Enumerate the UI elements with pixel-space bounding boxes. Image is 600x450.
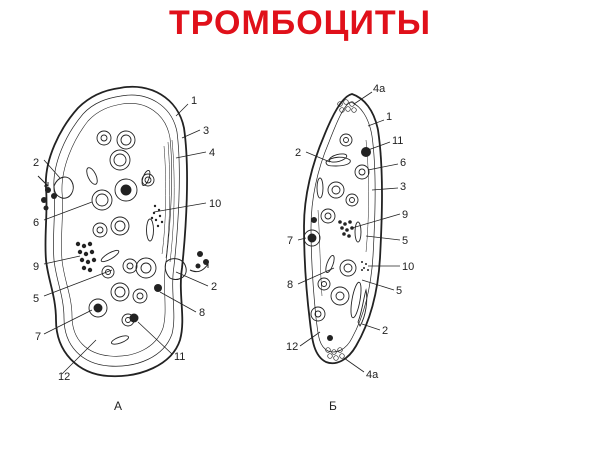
label-b-2b: 2 bbox=[382, 325, 388, 337]
labels-a: 1 3 4 2 6 10 9 5 2 8 7 11 12 А bbox=[33, 95, 221, 413]
label-a-12: 12 bbox=[58, 371, 70, 383]
label-b-9: 9 bbox=[402, 209, 408, 221]
caption-a: А bbox=[114, 399, 122, 413]
label-b-4a-top: 4а bbox=[373, 83, 386, 95]
label-b-12: 12 bbox=[286, 341, 298, 353]
label-b-11: 11 bbox=[392, 135, 403, 147]
label-a-9: 9 bbox=[33, 261, 39, 273]
label-b-3: 3 bbox=[400, 181, 406, 193]
label-a-11: 11 bbox=[174, 351, 185, 363]
label-b-6: 6 bbox=[400, 157, 406, 169]
platelet-b-outline bbox=[303, 93, 383, 365]
page-title: ТРОМБОЦИТЫ bbox=[169, 4, 431, 42]
label-b-10: 10 bbox=[402, 261, 414, 273]
label-b-1: 1 bbox=[386, 111, 392, 123]
label-a-2: 2 bbox=[33, 157, 39, 169]
platelet-b bbox=[297, 91, 401, 373]
platelet-a bbox=[37, 85, 209, 378]
label-a-4: 4 bbox=[209, 147, 215, 159]
glycogen-dots-a bbox=[150, 204, 164, 228]
label-a-10: 10 bbox=[209, 198, 221, 210]
granule-cluster-a bbox=[75, 241, 97, 273]
label-b-4a-bottom: 4а bbox=[366, 369, 379, 381]
label-b-5: 5 bbox=[402, 235, 408, 247]
label-a-2b: 2 bbox=[211, 281, 217, 293]
label-a-3: 3 bbox=[203, 125, 209, 137]
label-b-2: 2 bbox=[295, 147, 301, 159]
label-a-6: 6 bbox=[33, 217, 39, 229]
caption-b: Б bbox=[329, 399, 337, 413]
label-a-5: 5 bbox=[33, 293, 39, 305]
label-b-5b: 5 bbox=[396, 285, 402, 297]
label-a-7: 7 bbox=[35, 331, 41, 343]
label-a-1: 1 bbox=[191, 95, 197, 107]
label-b-7: 7 bbox=[287, 235, 293, 247]
label-a-8: 8 bbox=[199, 307, 205, 319]
labels-b: 4а 1 11 2 6 3 9 7 5 10 8 5 2 12 4а Б bbox=[286, 83, 414, 413]
platelet-a-outline bbox=[44, 85, 188, 378]
label-b-8: 8 bbox=[287, 279, 293, 291]
granule-cluster-b bbox=[338, 220, 354, 238]
